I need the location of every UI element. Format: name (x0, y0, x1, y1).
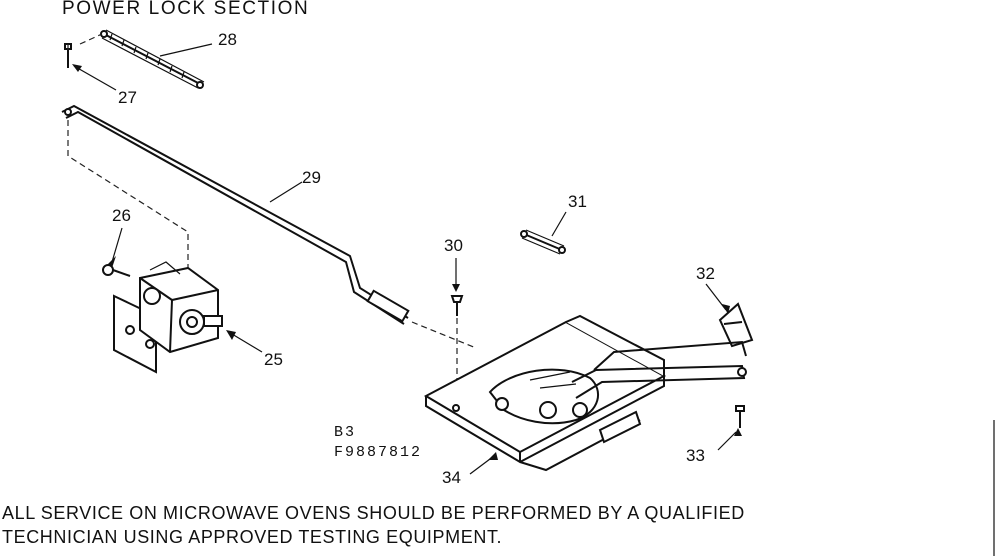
label-29: 29 (302, 168, 321, 187)
label-32: 32 (696, 264, 715, 283)
part-32-cap (718, 302, 754, 348)
diagram-title: POWER LOCK SECTION (62, 0, 310, 19)
label-34: 34 (442, 468, 461, 487)
label-26: 26 (112, 206, 131, 225)
label-25: 25 (264, 350, 283, 369)
leader-28 (159, 43, 213, 57)
part-30-screw (450, 295, 464, 316)
part-29-rod (61, 104, 410, 325)
label-30: 30 (444, 236, 463, 255)
label-28: 28 (218, 30, 237, 49)
leader-27 (73, 65, 117, 91)
leader-32 (705, 283, 727, 311)
part-33-screw (735, 405, 745, 428)
leader-31 (551, 211, 567, 237)
warning-line-1: ALL SERVICE ON MICROWAVE OVENS SHOULD BE… (2, 503, 745, 523)
warning-line-2: TECHNICIAN USING APPROVED TESTING EQUIPM… (2, 527, 503, 547)
label-31: 31 (568, 192, 587, 211)
leader-25 (231, 333, 263, 353)
part-25-lock-motor (113, 261, 223, 374)
label-27: 27 (118, 88, 137, 107)
label-33: 33 (686, 446, 705, 465)
part-28-spring (100, 29, 205, 89)
code-line-2: F9887812 (334, 444, 423, 461)
part-31-spring (520, 229, 566, 255)
leader-29 (269, 181, 303, 203)
part-26-screw (102, 264, 131, 277)
leader-26 (111, 227, 123, 263)
code-line-1: B3 (334, 424, 357, 441)
part-34-base-bracket (423, 314, 747, 472)
leader-33 (717, 431, 737, 451)
